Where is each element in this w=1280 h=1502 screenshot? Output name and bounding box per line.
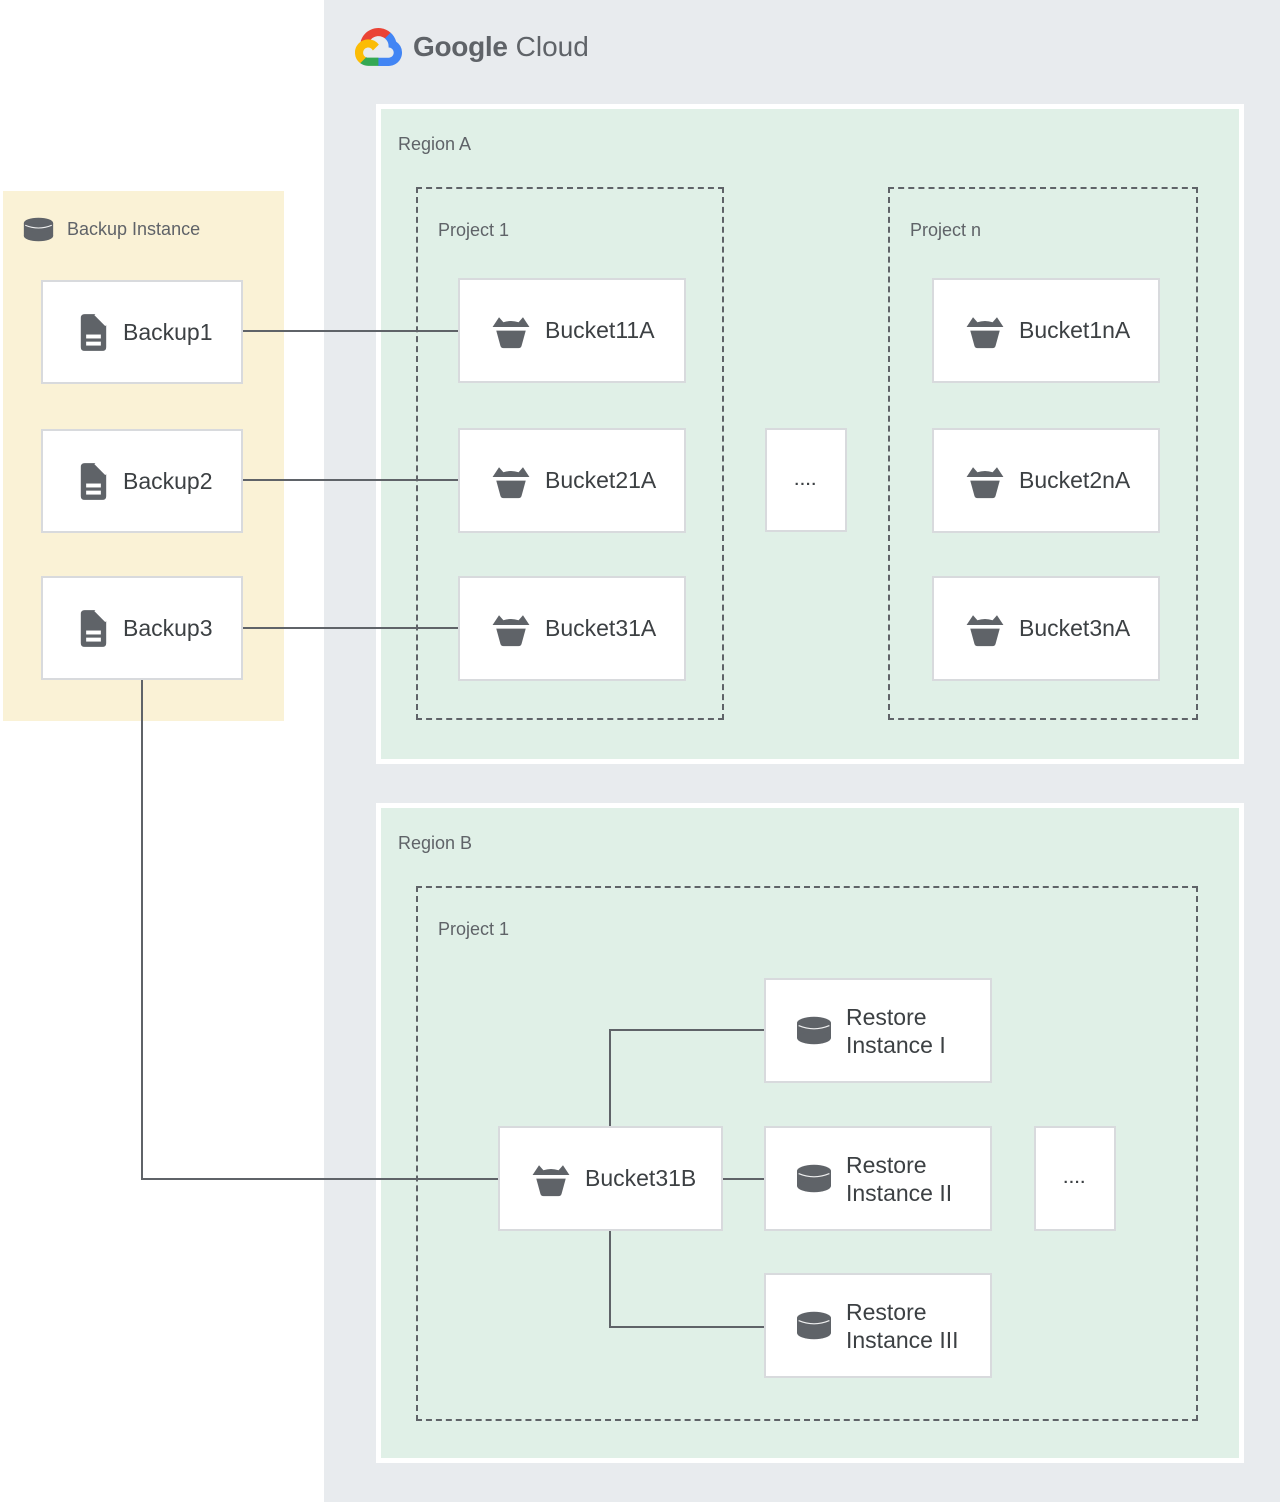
node-bucket31a-label: Bucket31A xyxy=(545,615,657,641)
connector-backup2-bucket21a xyxy=(243,479,458,481)
database-icon xyxy=(796,1164,832,1193)
node-bucket31a: Bucket31A xyxy=(458,576,686,681)
node-ellipsis-region-b: .... xyxy=(1034,1126,1116,1231)
node-backup3: Backup3 xyxy=(41,576,243,680)
connector-backup3-bucket31a xyxy=(243,627,458,629)
region-b-project-1-label: Project 1 xyxy=(438,919,510,939)
ellipsis-label: .... xyxy=(794,471,818,489)
node-restore-instance-2: Restore Instance II xyxy=(764,1126,992,1231)
node-backup1: Backup1 xyxy=(41,280,243,384)
document-icon xyxy=(77,312,110,353)
node-backup3-label: Backup3 xyxy=(123,614,213,641)
node-bucket21a: Bucket21A xyxy=(458,428,686,533)
node-bucket11a-label: Bucket11A xyxy=(545,317,655,343)
bucket-icon xyxy=(530,1160,572,1198)
connector-backup3-bucket31b xyxy=(141,1178,498,1180)
connector-bucket31b-restore3 xyxy=(609,1326,764,1328)
connector-backup1-bucket11a xyxy=(243,330,458,332)
backup-instance-title-label: Backup Instance xyxy=(67,219,201,239)
node-bucket2na-label: Bucket2nA xyxy=(1019,467,1131,493)
connector-bucket31b-up xyxy=(609,1030,611,1126)
bucket-icon xyxy=(490,610,532,648)
document-icon xyxy=(77,461,110,502)
bucket-icon xyxy=(964,610,1006,648)
region-b-label: Region B xyxy=(398,833,473,853)
connector-bucket31b-restore1 xyxy=(609,1029,764,1031)
bucket-icon xyxy=(964,462,1006,500)
logo-brand-text: Google xyxy=(413,31,508,62)
connector-backup3-down xyxy=(141,680,143,1180)
node-restore-instance-1: Restore Instance I xyxy=(764,978,992,1083)
region-a-project-1-label: Project 1 xyxy=(438,220,510,240)
node-bucket31b: Bucket31B xyxy=(498,1126,723,1231)
node-restore-instance-3-label: Restore Instance III xyxy=(846,1298,959,1353)
node-ellipsis-region-a: .... xyxy=(765,428,847,532)
logo-product-text: Cloud xyxy=(515,31,589,62)
bucket-icon xyxy=(964,312,1006,350)
google-cloud-logo-icon xyxy=(355,28,402,66)
node-restore-instance-2-label: Restore Instance II xyxy=(846,1151,953,1206)
node-restore-instance-1-label: Restore Instance I xyxy=(846,1003,946,1058)
connector-bucket31b-down xyxy=(609,1231,611,1328)
node-bucket21a-label: Bucket21A xyxy=(545,467,657,493)
node-backup1-label: Backup1 xyxy=(123,318,213,345)
backup-instance-title: Backup Instance xyxy=(21,217,200,242)
node-restore-instance-3: Restore Instance III xyxy=(764,1273,992,1378)
bucket-icon xyxy=(490,312,532,350)
node-bucket11a: Bucket11A xyxy=(458,278,686,383)
region-a-label: Region A xyxy=(398,134,472,154)
region-a-project-n: Project n xyxy=(888,187,1198,720)
node-bucket1na: Bucket1nA xyxy=(932,278,1160,383)
region-b-project-1: Project 1 xyxy=(416,886,1198,1421)
node-backup2: Backup2 xyxy=(41,429,243,533)
node-bucket2na: Bucket2nA xyxy=(932,428,1160,533)
connector-bucket31b-restore2 xyxy=(723,1178,764,1180)
node-bucket3na-label: Bucket3nA xyxy=(1019,615,1131,641)
region-a-project-n-label: Project n xyxy=(910,220,982,240)
database-icon xyxy=(21,217,56,242)
node-bucket3na: Bucket3nA xyxy=(932,576,1160,681)
document-icon xyxy=(77,608,110,649)
node-backup2-label: Backup2 xyxy=(123,467,213,494)
database-icon xyxy=(796,1016,832,1045)
node-bucket31b-label: Bucket31B xyxy=(585,1165,697,1191)
google-cloud-logo: Google Cloud xyxy=(355,28,589,66)
node-bucket1na-label: Bucket1nA xyxy=(1019,317,1131,343)
region-a-project-1: Project 1 xyxy=(416,187,724,720)
database-icon xyxy=(796,1311,832,1340)
bucket-icon xyxy=(490,462,532,500)
ellipsis-label: .... xyxy=(1063,1170,1087,1187)
